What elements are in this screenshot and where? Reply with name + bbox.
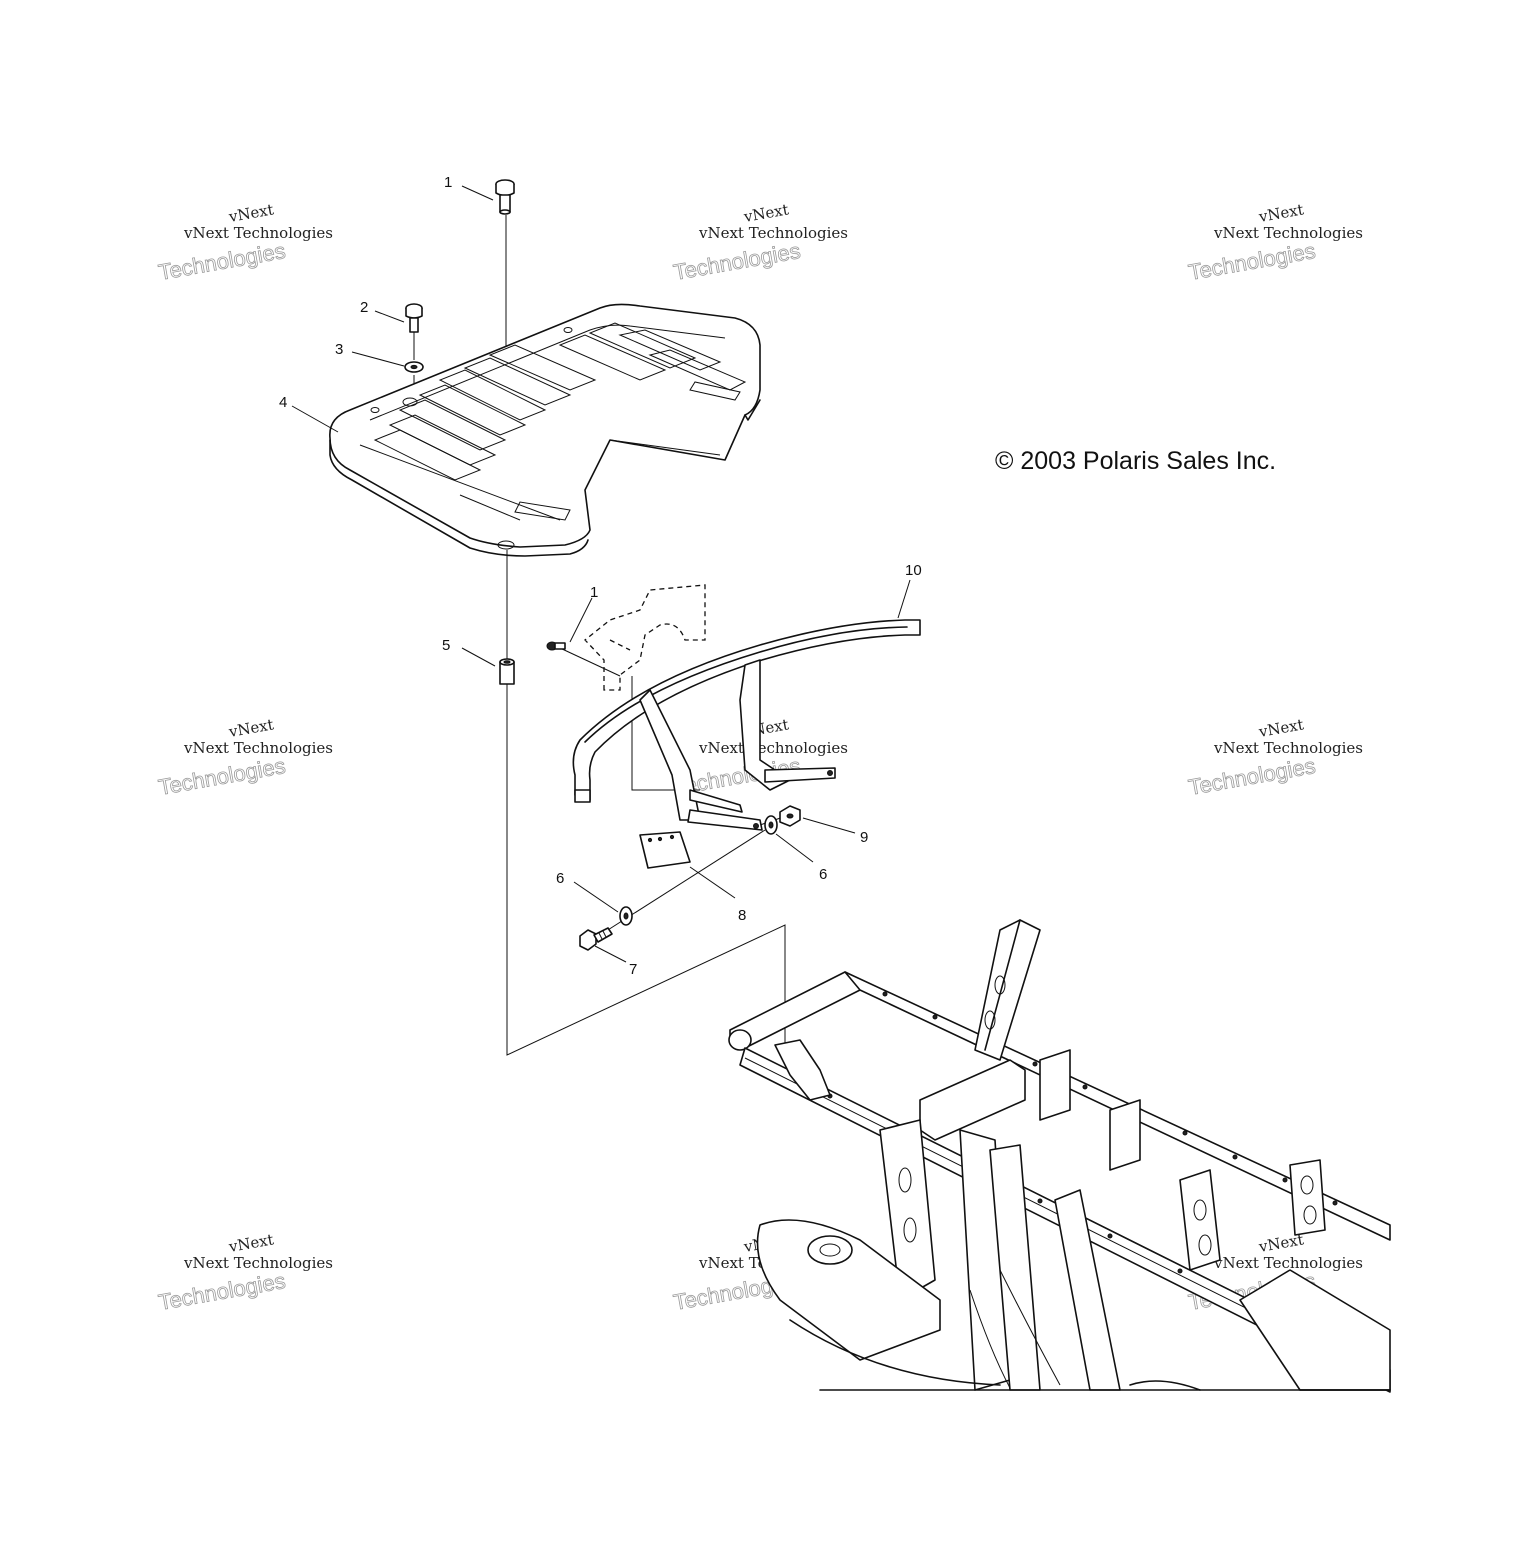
watermark-line3: Technologies [157,753,288,800]
watermark-line2: vNext Technologies [698,739,848,757]
vehicle-frame [728,919,1391,1393]
bolt-part-7 [579,927,613,951]
watermark: vNext vNext Technologies Technologies [156,200,333,285]
washer-part-6-right [764,815,778,835]
callout-2: 2 [360,299,368,316]
callout-9: 9 [860,829,868,846]
callout-1-mid: 1 [590,584,598,601]
watermark-line2: vNext Technologies [183,1254,333,1272]
callout-10: 10 [905,562,922,579]
watermark-line1: vNext [227,715,275,741]
copyright-notice: © 2003 Polaris Sales Inc. [995,447,1276,475]
callout-6-right: 6 [819,866,827,883]
watermark-line1: vNext [227,1230,275,1256]
watermark-line2: vNext Technologies [698,224,848,242]
callout-8: 8 [738,907,746,924]
watermark-line1: vNext [742,200,790,226]
watermark: vNext vNext Technologies Technologies [156,715,333,800]
watermark-line3: Technologies [1187,238,1318,285]
watermark-line3: Technologies [157,1268,288,1315]
bolt-part-2 [405,303,423,333]
rack-bar-part-10 [572,619,921,831]
watermark-line1: vNext [227,200,275,226]
callout-7: 7 [629,961,637,978]
watermark-line2: vNext Technologies [1213,224,1363,242]
watermark-line3: Technologies [157,238,288,285]
callout-3: 3 [335,341,343,358]
callout-4: 4 [279,394,287,411]
watermark-line1: vNext [1257,200,1305,226]
callout-5: 5 [442,637,450,654]
washer-part-6-left [619,906,633,926]
watermark-line1: vNext [1257,715,1305,741]
watermark-line3: Technologies [672,238,803,285]
plate-part-8 [639,831,691,869]
watermark-line2: vNext Technologies [183,224,333,242]
watermark-line3: Technologies [1187,753,1318,800]
watermark: vNext vNext Technologies Technologies [1186,715,1363,800]
bolt-part-1-top [495,179,515,215]
nut-part-9 [779,805,801,827]
dashed-panel-outline [584,584,706,691]
watermark: vNext vNext Technologies Technologies [1186,200,1363,285]
watermark: vNext vNext Technologies Technologies [671,200,848,285]
callout-numbers: 1 2 3 4 5 1 10 9 6 8 6 7 [279,174,922,978]
callout-6-left: 6 [556,870,564,887]
bolt-part-1-mid [546,641,566,651]
watermark-line2: vNext Technologies [1213,1254,1363,1272]
callout-1-top: 1 [444,174,452,191]
washer-part-3 [404,361,424,373]
callout-leaders [291,185,911,963]
spacer-part-5 [499,658,515,685]
rear-rack-part-4 [329,303,761,557]
watermark: vNext vNext Technologies Technologies [156,1230,333,1315]
watermark-line2: vNext Technologies [183,739,333,757]
watermark-line2: vNext Technologies [1213,739,1363,757]
